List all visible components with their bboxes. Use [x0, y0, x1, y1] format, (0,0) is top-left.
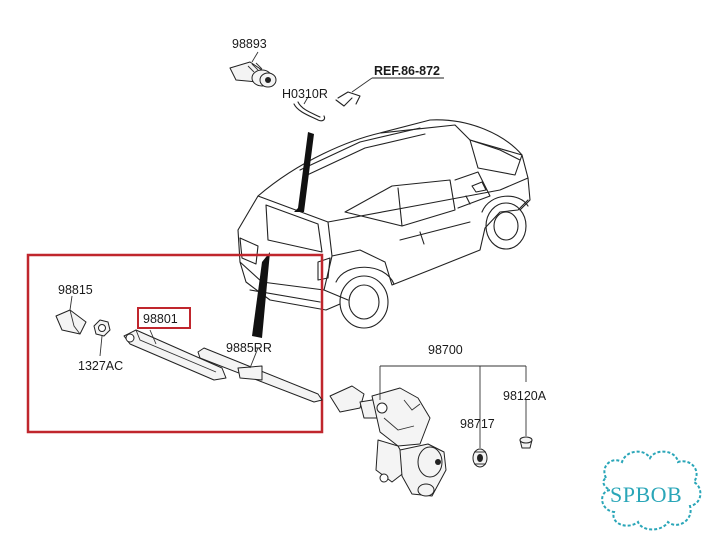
label-nut: 1327AC: [78, 359, 123, 373]
label-cap: 98815: [58, 283, 93, 297]
washer-nozzle-part: [229, 51, 277, 88]
ref-connector-part: [335, 77, 444, 107]
label-motor-assy: 98700: [428, 343, 463, 357]
highlight-frame: [26, 253, 324, 434]
wiper-arm-highlight: [137, 307, 191, 329]
wiper-motor-part: [329, 385, 447, 497]
wiper-arm-part: [123, 329, 227, 381]
label-washer-nozzle: 98893: [232, 37, 267, 51]
label-seal: 98717: [460, 417, 495, 431]
nut-part: [93, 319, 111, 357]
wiper-blade-part: [197, 347, 323, 403]
label-wiper-arm: 98801: [143, 312, 178, 326]
label-hose: H0310R: [282, 87, 328, 101]
vehicle-outline: [237, 119, 531, 329]
location-arrows: [252, 132, 314, 338]
spbob-logo: SPBOB: [601, 450, 702, 531]
motor-leader-lines: [379, 365, 527, 448]
wiper-cap-part: [55, 295, 87, 335]
hose-part: [293, 96, 326, 122]
grommet-part: [519, 436, 533, 449]
label-wiper-blade: 9885RR: [226, 341, 272, 355]
cloud-badge-icon: [601, 450, 702, 531]
seal-part: [472, 448, 488, 468]
label-grommet: 98120A: [503, 389, 547, 403]
label-ref: REF.86-872: [374, 64, 440, 78]
logo-text: SPBOB: [610, 482, 682, 507]
